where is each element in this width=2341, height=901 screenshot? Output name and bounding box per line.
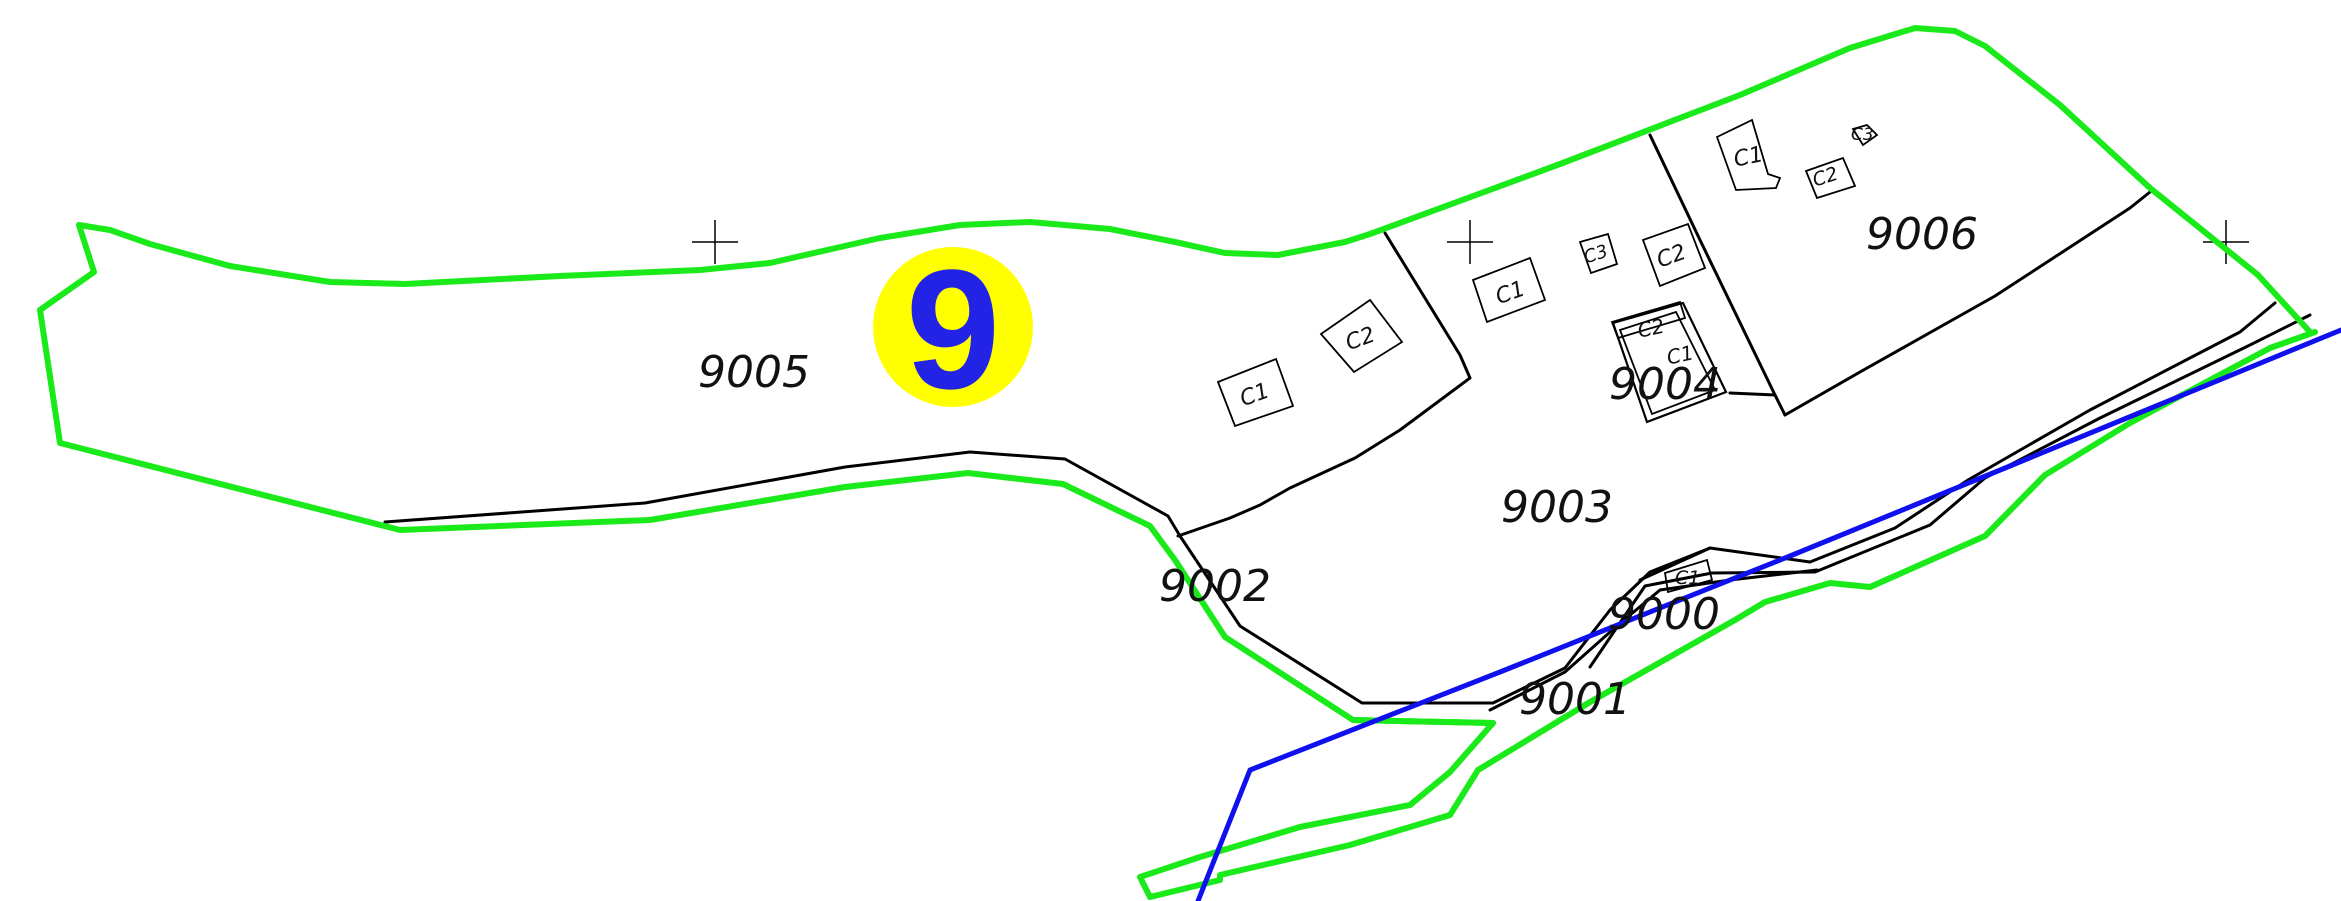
parcel-label-9005: 9005	[698, 347, 810, 398]
parcel-label-9002: 9002	[1159, 561, 1271, 612]
parcel-divider-9005-9004	[1176, 231, 1472, 538]
parcel-label-9003: 9003	[1501, 482, 1613, 533]
grid-cross-icon	[692, 220, 738, 264]
building-label: C1	[1732, 142, 1766, 173]
parcel-9006-inner-line	[1783, 190, 2152, 417]
parcel-divider-9004-9006	[1648, 133, 1777, 397]
parcel-label-9004: 9004	[1609, 359, 1721, 410]
grid-cross-icon	[1447, 220, 1493, 264]
building-outline	[1216, 357, 1295, 428]
parcel-9005-south-edge	[383, 450, 1182, 538]
building-label: C1	[1237, 378, 1273, 412]
parcel-labels: 9005 9006 9004 9003 9002 9000 9001	[698, 209, 1978, 725]
main-boundary-line	[76, 25, 2313, 335]
parcel-label-9001: 9001	[1519, 674, 1631, 725]
building-label: C1	[1492, 277, 1528, 311]
grid-markers	[692, 220, 2249, 264]
parcel-label-9000: 9000	[1608, 589, 1720, 640]
badge-number: 9	[906, 235, 1001, 425]
badge-circle	[873, 247, 1033, 407]
building-label: C1	[1675, 567, 1700, 589]
building-outline	[1471, 256, 1547, 324]
building-outline	[1851, 123, 1879, 147]
building-outline	[1641, 222, 1707, 288]
corridor-line-upper	[1638, 301, 2277, 582]
green-boundary	[37, 25, 2318, 900]
building-label: C1	[1665, 340, 1696, 369]
building-outline	[1663, 558, 1714, 594]
building-outline	[1578, 232, 1619, 275]
building-label: C2	[1342, 323, 1378, 357]
parcel-lines	[383, 133, 2312, 712]
building-label: C3	[1851, 125, 1874, 145]
building-outline	[1804, 156, 1857, 200]
building-label: C3	[1581, 241, 1610, 268]
building-outline	[1715, 118, 1782, 191]
building-complex-9004	[1610, 300, 1728, 424]
building-label: C2	[1635, 314, 1666, 343]
parcel-label-9006: 9006	[1866, 209, 1978, 260]
map-number-badge: 9	[873, 235, 1033, 425]
corridor-line-lower	[1588, 313, 2312, 669]
building-label: C2	[1653, 240, 1689, 274]
blue-route-line	[1195, 327, 2341, 901]
corridor-line-9001	[1488, 568, 1819, 712]
parcel-9004-south-edge	[1728, 391, 1787, 417]
west-boundary-line	[37, 222, 2318, 900]
building-footprints	[1216, 118, 1879, 594]
grid-cross-icon	[2203, 220, 2249, 264]
building-outline	[1319, 298, 1404, 374]
